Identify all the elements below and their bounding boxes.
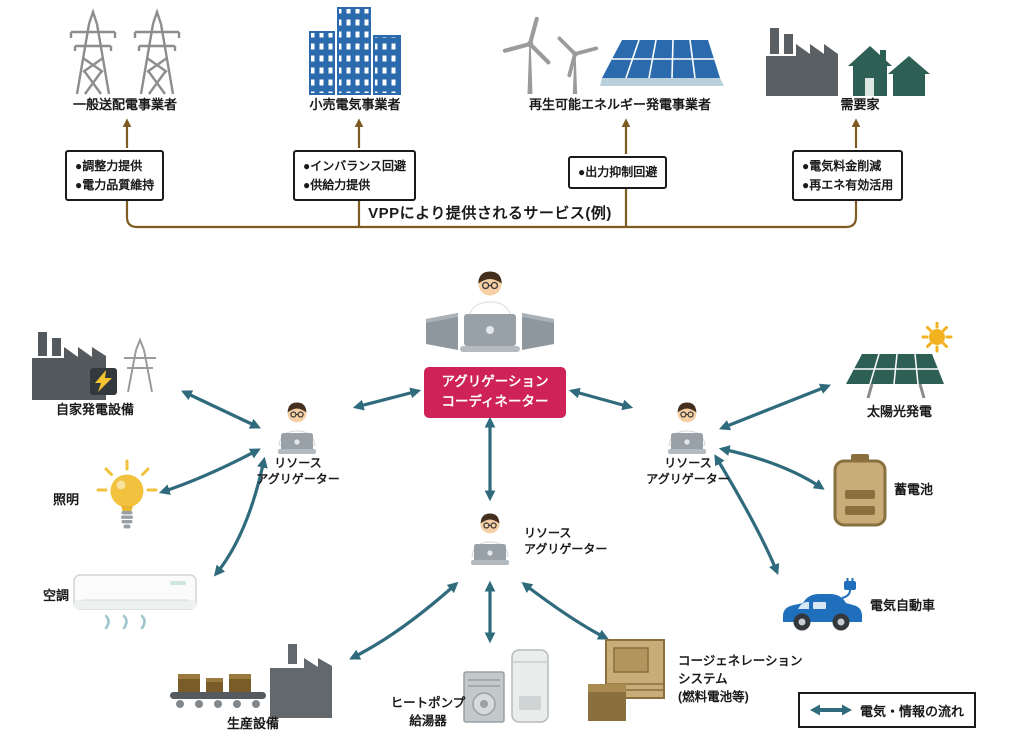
side-monitor-icon <box>522 313 554 350</box>
sun-icon <box>921 322 953 353</box>
entity-label-renewable: 再生可能エネルギー発電事業者 <box>528 97 711 112</box>
service-bracket-line <box>125 197 858 229</box>
aggregation-coordinator-box: アグリゲーション コーディネーター <box>424 367 566 418</box>
arrow-leftagg-aircon <box>213 456 268 577</box>
arrow-coordinator-left-aggregator <box>352 387 422 411</box>
factory-icon <box>766 28 838 96</box>
cogeneration-label: コージェネレーション システム (燃料電池等) <box>678 654 803 705</box>
right-aggregator-person-icon <box>658 393 716 455</box>
arrow-rightagg-ev <box>714 454 780 576</box>
houses-icon <box>848 46 930 96</box>
cogeneration-icon <box>586 638 681 723</box>
lightning-bolt-icon <box>95 370 112 392</box>
glasses-icon <box>481 281 499 290</box>
battery-icon <box>830 452 890 527</box>
flow-arrow-icon <box>810 704 852 716</box>
water-tank-icon <box>511 649 549 723</box>
aircon-label: 空調 <box>42 588 69 603</box>
arrow-bottomagg-production <box>349 581 459 660</box>
service-item: ●再エネ有効活用 <box>802 177 894 192</box>
coordinator-label-line1: アグリゲーション <box>441 374 549 389</box>
service-item: ●インバランス回避 <box>303 159 407 173</box>
left-aggregator-person-icon <box>268 393 326 455</box>
left-aggregator-label: リソース アグリゲーター <box>256 456 340 486</box>
production-label: 生産設備 <box>226 716 279 731</box>
legend-box: 電気・情報の流れ <box>798 692 977 728</box>
service-box-renewable: ●出力抑制回避 <box>568 156 668 189</box>
service-item: ●電力品質維持 <box>75 177 155 192</box>
service-item: ●出力抑制回避 <box>578 165 658 179</box>
arrow-rightagg-solar <box>718 383 832 431</box>
ev-label: 電気自動車 <box>870 598 936 613</box>
renewable-energy-icons <box>500 6 725 96</box>
arrow-rightagg-battery <box>718 445 825 490</box>
mini-pylon-icon <box>124 337 156 393</box>
service-box-retail: ●インバランス回避 ●供給力提供 <box>293 150 417 202</box>
arrow-leftagg-lighting <box>158 448 261 495</box>
solar-power-icon <box>842 322 957 404</box>
entity-label-retail: 小売電気事業者 <box>309 97 401 112</box>
factory-icon <box>32 332 106 400</box>
electric-car-icon <box>780 578 865 636</box>
office-buildings-icon <box>308 4 403 96</box>
consumer-icons <box>762 26 932 98</box>
legend-label: 電気・情報の流れ <box>860 703 965 719</box>
heat-pump-label: ヒートポンプ 給湯器 <box>390 696 466 729</box>
service-item: ●供給力提供 <box>303 177 371 192</box>
service-box-consumer: ●電気料金削減 ●再エネ有効活用 <box>792 150 904 202</box>
wind-turbines-icon <box>502 16 599 94</box>
air-conditioner-icon <box>72 572 202 634</box>
vpp-services-caption: VPPにより提供されるサービス(例) <box>368 205 612 222</box>
arrow-bottomagg-cogeneration <box>521 582 609 640</box>
conveyor-icon <box>170 674 266 708</box>
bottom-aggregator-label: リソース アグリゲーター <box>524 526 608 556</box>
service-item: ●調整力提供 <box>75 159 143 173</box>
factory-icon <box>270 644 332 718</box>
light-bulb-icon <box>92 458 162 543</box>
battery-label: 蓄電池 <box>894 482 934 497</box>
entity-label-consumer: 需要家 <box>840 97 880 112</box>
arrow-leftagg-selfgeneration <box>181 390 261 429</box>
self-generation-icon <box>28 330 168 402</box>
side-monitor-icon <box>426 313 458 350</box>
arrow-coordinator-right-aggregator <box>568 387 634 411</box>
glasses-icon <box>483 522 497 529</box>
service-box-transmission: ●調整力提供 ●電力品質維持 <box>65 150 165 202</box>
self-generation-label: 自家発電設備 <box>55 402 134 417</box>
coordinator-person-icon <box>420 262 560 362</box>
solar-array-icon <box>600 39 724 86</box>
solar-label: 太陽光発電 <box>866 404 932 419</box>
bottom-aggregator-person-icon <box>461 504 519 566</box>
glasses-icon <box>290 411 304 418</box>
lighting-label: 照明 <box>52 492 79 507</box>
production-equipment-icon <box>168 638 338 720</box>
glasses-icon <box>680 411 694 418</box>
coordinator-label-line2: コーディネーター <box>441 394 549 410</box>
service-item: ●電気料金削減 <box>802 159 882 173</box>
airflow-icon <box>104 614 146 630</box>
transmission-towers-icon <box>55 6 195 96</box>
entity-label-transmission: 一般送配電事業者 <box>72 97 177 112</box>
right-aggregator-label: リソース アグリゲーター <box>646 456 730 486</box>
heat-pump-icon <box>462 646 552 726</box>
plug-icon <box>844 581 856 590</box>
